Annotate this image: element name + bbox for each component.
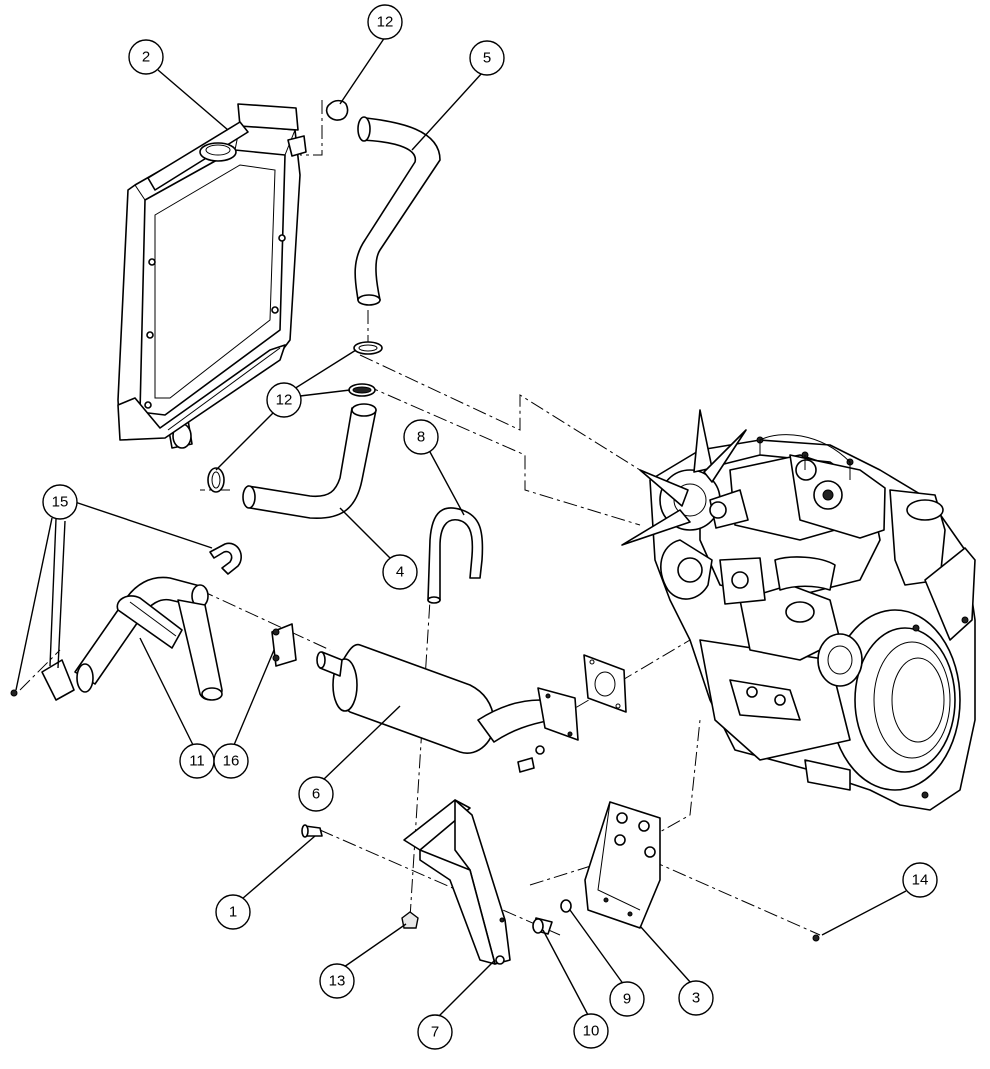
balloon-15: 15 — [42, 484, 78, 520]
exhaust-gasket — [583, 654, 627, 713]
exhaust-pipe — [74, 576, 223, 701]
balloon-3: 3 — [678, 980, 714, 1016]
balloon-4: 4 — [382, 554, 418, 590]
mounting-bracket-left — [403, 799, 511, 965]
svg-text:4: 4 — [396, 564, 404, 581]
svg-text:16: 16 — [223, 753, 240, 770]
leader-lines — [15, 36, 907, 1018]
mounting-bracket-right — [584, 801, 661, 929]
svg-text:10: 10 — [583, 1023, 600, 1040]
engine — [621, 409, 976, 811]
lower-hose — [242, 403, 377, 520]
svg-text:5: 5 — [483, 50, 491, 67]
svg-text:8: 8 — [417, 429, 425, 446]
balloon-7: 7 — [417, 1014, 453, 1050]
balloon-10: 10 — [573, 1013, 609, 1049]
pipe-bracket — [271, 623, 297, 667]
svg-text:6: 6 — [312, 786, 320, 803]
fasteners — [301, 824, 820, 942]
svg-text:12: 12 — [377, 14, 394, 31]
svg-text:9: 9 — [623, 991, 631, 1008]
balloon-6: 6 — [298, 776, 334, 812]
assembly-centerlines — [19, 100, 821, 936]
balloon-1: 1 — [215, 894, 251, 930]
svg-text:1: 1 — [229, 904, 237, 921]
upper-hose — [354, 116, 441, 306]
balloon-14: 14 — [902, 862, 938, 898]
svg-text:7: 7 — [431, 1024, 439, 1041]
svg-text:14: 14 — [912, 872, 929, 889]
balloon-11: 11 — [179, 743, 215, 779]
svg-text:2: 2 — [142, 49, 150, 66]
balloon-16: 16 — [213, 743, 249, 779]
balloon-13: 13 — [319, 963, 355, 999]
balloon-9: 9 — [609, 981, 645, 1017]
balloon-12-top: 12 — [367, 4, 403, 40]
radiator — [117, 103, 307, 449]
balloon-2: 2 — [128, 39, 164, 75]
balloon-12-middle: 12 — [266, 382, 302, 418]
exhaust-hanger — [427, 507, 484, 604]
svg-text:13: 13 — [329, 973, 346, 990]
balloon-5: 5 — [469, 40, 505, 76]
hose-clamps — [207, 99, 383, 493]
svg-text:3: 3 — [692, 990, 700, 1007]
u-bolt-clamp — [10, 542, 242, 701]
svg-text:12: 12 — [276, 392, 293, 409]
muffler — [316, 643, 579, 773]
balloon-8: 8 — [403, 419, 439, 455]
svg-text:11: 11 — [189, 753, 205, 770]
svg-text:15: 15 — [52, 494, 69, 511]
